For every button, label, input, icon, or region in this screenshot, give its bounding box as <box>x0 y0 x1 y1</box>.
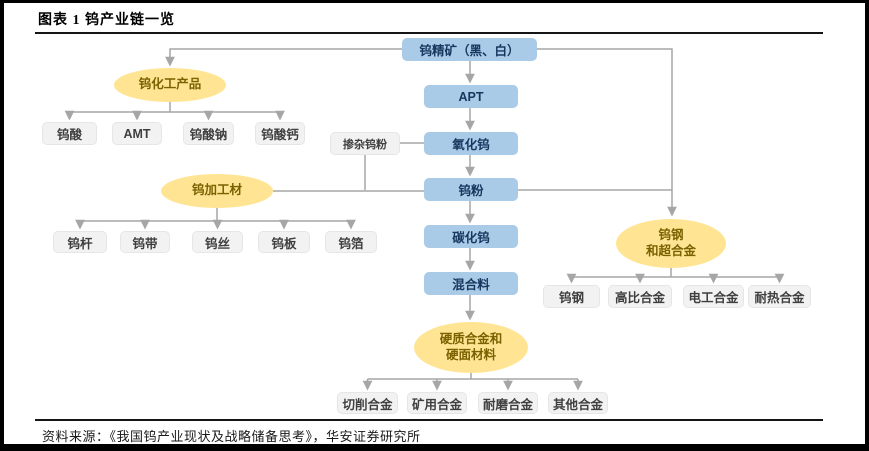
group-label-line: 钨钢 <box>658 227 684 242</box>
group-label-line: 硬面材料 <box>445 347 496 362</box>
node-tungsten-carbide: 碳化钨 <box>424 225 518 248</box>
source-divider-line <box>35 419 823 421</box>
node-calcium-tungstate: 钨酸钙 <box>255 122 305 145</box>
node-tungstic-acid: 钨酸 <box>42 122 97 145</box>
node-sodium-tungstate: 钨酸钠 <box>183 122 234 145</box>
group-label-line: 硬质合金和 <box>439 331 503 346</box>
node-electrical-alloy: 电工合金 <box>683 285 744 308</box>
node-mixture: 混合料 <box>424 272 518 295</box>
node-amt: AMT <box>112 122 162 145</box>
group-tungsten-processed-materials: 钨加工材 <box>161 174 273 208</box>
title-divider-line <box>35 32 823 34</box>
node-other-alloy: 其他合金 <box>548 392 608 414</box>
node-mining-alloy: 矿用合金 <box>407 392 467 414</box>
node-tungsten-steel: 钨钢 <box>543 285 600 308</box>
node-wear-resistant-alloy: 耐磨合金 <box>478 392 538 414</box>
node-tungsten-plate: 钨板 <box>258 231 310 253</box>
node-tungsten-foil: 钨箔 <box>325 231 377 253</box>
node-tungsten-wire: 钨丝 <box>192 231 243 253</box>
node-tungsten-concentrate: 钨精矿（黑、白） <box>402 38 537 61</box>
node-tungsten-oxide: 氧化钨 <box>424 132 518 155</box>
group-tungsten-chemical-products: 钨化工产品 <box>114 68 226 102</box>
group-cemented-carbide-hardfacing: 硬质合金和 硬面材料 <box>414 322 528 373</box>
group-label-line: 和超合金 <box>645 243 696 258</box>
figure-title: 图表 1 钨产业链一览 <box>38 13 175 28</box>
node-tungsten-rod: 钨杆 <box>53 231 107 253</box>
node-tungsten-powder: 钨粉 <box>424 178 518 201</box>
node-doped-tungsten-powder: 掺杂钨粉 <box>330 132 400 155</box>
node-tungsten-strip: 钨带 <box>120 231 170 253</box>
node-high-density-alloy: 高比合金 <box>608 285 672 308</box>
source-note: 资料来源：《我国钨产业现状及战略储备思考》，华安证券研究所 <box>42 429 421 444</box>
node-cutting-alloy: 切削合金 <box>337 392 398 414</box>
group-tungsten-steel-superalloy: 钨钢 和超合金 <box>616 219 726 268</box>
node-apt: APT <box>424 85 518 108</box>
node-heat-resistant-alloy: 耐热合金 <box>748 285 811 308</box>
